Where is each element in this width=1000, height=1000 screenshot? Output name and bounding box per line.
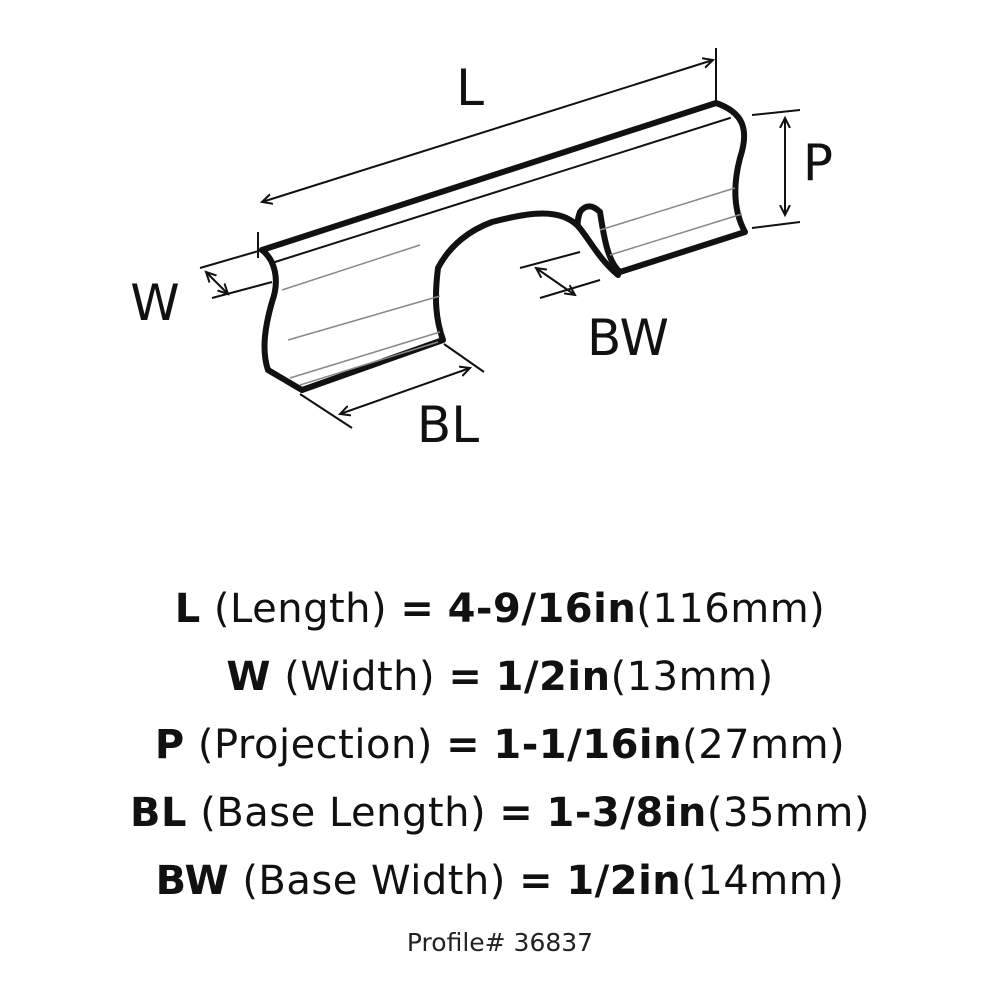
spec-imperial: 1-1/16in [493, 722, 683, 768]
spec-equals: = [499, 790, 534, 836]
spec-width: W (Width) = 1/2in(13mm) [0, 643, 1000, 711]
spec-base-length: BL (Base Length) = 1-3/8in(35mm) [0, 779, 1000, 847]
label-width: W [130, 274, 179, 332]
spec-base-width: BW (Base Width) = 1/2in(14mm) [0, 847, 1000, 915]
handle-dimension-diagram: L P W BW BL [0, 0, 1000, 470]
spec-desc: (Projection) [197, 722, 433, 768]
spec-metric: (14mm) [681, 858, 845, 904]
spec-code: L [174, 586, 201, 632]
dimension-length [257, 48, 717, 258]
spec-equals: = [400, 586, 435, 632]
spec-imperial: 1/2in [566, 858, 682, 904]
handle-front-edge [259, 100, 748, 275]
dimension-base-width [519, 251, 601, 299]
spec-code: P [154, 722, 185, 768]
spec-equals: = [446, 722, 481, 768]
handle-back-edge [274, 117, 731, 263]
spec-projection: P (Projection) = 1-1/16in(27mm) [0, 711, 1000, 779]
label-base-width: BW [587, 309, 669, 367]
spec-imperial: 1/2in [495, 654, 611, 700]
spec-imperial: 1-3/8in [546, 790, 707, 836]
spec-code: BW [155, 858, 230, 904]
spec-equals: = [519, 858, 554, 904]
spec-metric: (35mm) [706, 790, 870, 836]
dimension-projection [751, 109, 801, 229]
label-length: L [456, 59, 484, 117]
spec-equals: = [448, 654, 483, 700]
spec-code: BL [130, 790, 188, 836]
spec-desc: (Base Width) [242, 858, 506, 904]
spec-code: W [226, 654, 271, 700]
spec-metric: (27mm) [682, 722, 846, 768]
dimension-base-length [299, 343, 485, 429]
handle-left-end [259, 210, 581, 393]
spec-desc: (Base Length) [200, 790, 487, 836]
handle-right-leg-inner [575, 223, 621, 278]
dimension-width [199, 249, 273, 299]
profile-number: Profile# 36837 [406, 928, 594, 957]
label-projection: P [803, 134, 833, 192]
spec-metric: (116mm) [636, 586, 826, 632]
label-base-length: BL [417, 396, 479, 454]
spec-desc: (Width) [284, 654, 436, 700]
spec-length: L (Length) = 4-9/16in(116mm) [0, 575, 1000, 643]
spec-desc: (Length) [213, 586, 388, 632]
spec-metric: (13mm) [610, 654, 774, 700]
dimension-specs: L (Length) = 4-9/16in(116mm) W (Width) =… [0, 575, 1000, 915]
diagram-svg: L P W BW BL [130, 48, 833, 454]
handle-outline [259, 100, 748, 393]
handle-face-lines [281, 187, 743, 386]
spec-imperial: 4-9/16in [447, 586, 637, 632]
